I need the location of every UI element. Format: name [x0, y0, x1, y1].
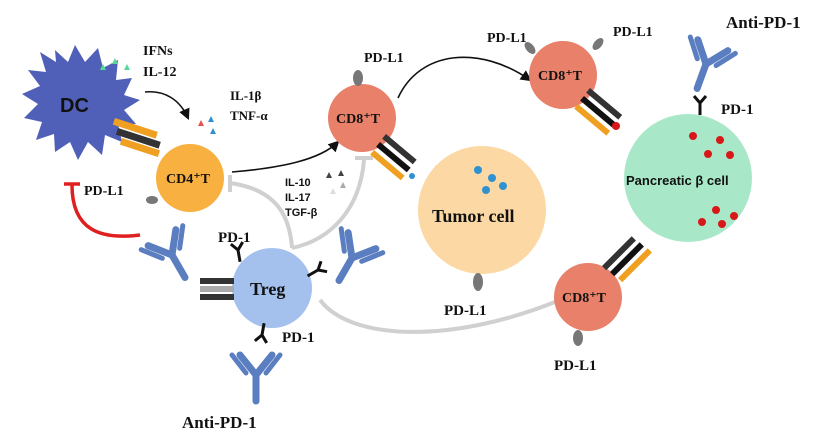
cd8-top-pdl1-knob-left: [524, 42, 536, 54]
antibody-treg-right: [318, 229, 383, 293]
dc-to-cd4-arrow: [144, 91, 190, 121]
treg-to-cd8-arrow: [291, 159, 366, 250]
dendritic-cell: [22, 45, 140, 160]
treg-label: Treg: [250, 279, 285, 299]
treg-to-cd4-arrow: [229, 181, 294, 249]
pd1-beta-label: PD-1: [721, 102, 754, 118]
tgfb-label: TGF-β: [285, 207, 318, 219]
antibody-bottom: [232, 355, 280, 401]
cd8-t-cell-top: [529, 41, 597, 109]
antibody-left: [141, 226, 206, 290]
il1b-label: IL-1β: [230, 88, 262, 103]
cd8-top-label: CD8⁺T: [538, 69, 583, 84]
treg-cell: [232, 248, 312, 328]
beta-pd1-receptor: [692, 94, 708, 117]
tumor-cell-label: Tumor cell: [432, 206, 515, 226]
cd4-t-cell: [156, 144, 224, 212]
cd8-center-pdl1-knob: [353, 70, 363, 86]
cd4-to-cd8-arrow: [231, 140, 340, 173]
ifn-triangles: [100, 58, 130, 70]
pdl1-dc-label: PD-L1: [84, 184, 124, 199]
tnfa-label: TNF-α: [230, 108, 268, 123]
cd8-bottom-label: CD8⁺T: [562, 291, 607, 306]
il1b-triangles: [198, 116, 216, 134]
synapse-red-dot: [612, 122, 620, 130]
anti-pd1-bottom-label: Anti-PD-1: [182, 413, 257, 432]
tumor-pdl1-knob: [473, 273, 483, 291]
cd4-pdl1-knob: [146, 196, 158, 204]
pd1-treg-bottom-label: PD-1: [282, 330, 315, 346]
pd1-treg-top-label: PD-1: [218, 230, 251, 246]
cd4-label: CD4⁺T: [166, 172, 211, 187]
cd8-center-label: CD8⁺T: [336, 112, 381, 127]
treg-to-cd8-bottom-arrow: [318, 298, 561, 334]
cd8-t-cell-center: [328, 84, 396, 152]
treg-tcr: [200, 278, 234, 300]
cd8-bottom-beta-synapse: [602, 236, 652, 283]
antibody-top-right: [675, 37, 736, 97]
ifns-label: IFNs: [143, 44, 173, 59]
treg-cytokine-triangles: [326, 170, 346, 194]
tumor-blue-dots: [409, 166, 507, 194]
cd8-top-pdl1-knob-right: [592, 38, 604, 50]
il17-label: IL-17: [285, 192, 311, 204]
dc-label: DC: [60, 95, 89, 117]
cd8-top-beta-synapse: [574, 87, 623, 136]
pdl1-cd8-top-left-label: PD-L1: [487, 31, 527, 46]
pdl1-cd8-center-label: PD-L1: [364, 51, 404, 66]
pdl1-inhibition: [64, 182, 141, 238]
dc-cd4-synapse: [112, 118, 161, 158]
pdl1-cd8-bottom-label: PD-L1: [554, 358, 597, 374]
pdl1-tumor-label: PD-L1: [444, 303, 487, 319]
cd8-to-cd8-top-arrow: [397, 56, 532, 99]
il10-label: IL-10: [285, 177, 311, 189]
beta-cell-label: Pancreatic β cell: [626, 173, 729, 188]
cd8-bottom-pdl1-knob: [573, 330, 583, 346]
cd8-tumor-synapse: [370, 133, 417, 181]
cd8-t-cell-bottom: [554, 263, 622, 331]
tumor-cell: [418, 146, 546, 274]
activation-arrows: [144, 56, 691, 225]
anti-pd1-top-label: Anti-PD-1: [726, 13, 801, 32]
il12-label: IL-12: [143, 65, 176, 80]
pdl1-cd8-top-right-label: PD-L1: [613, 25, 653, 40]
beta-red-dots: [689, 132, 738, 228]
